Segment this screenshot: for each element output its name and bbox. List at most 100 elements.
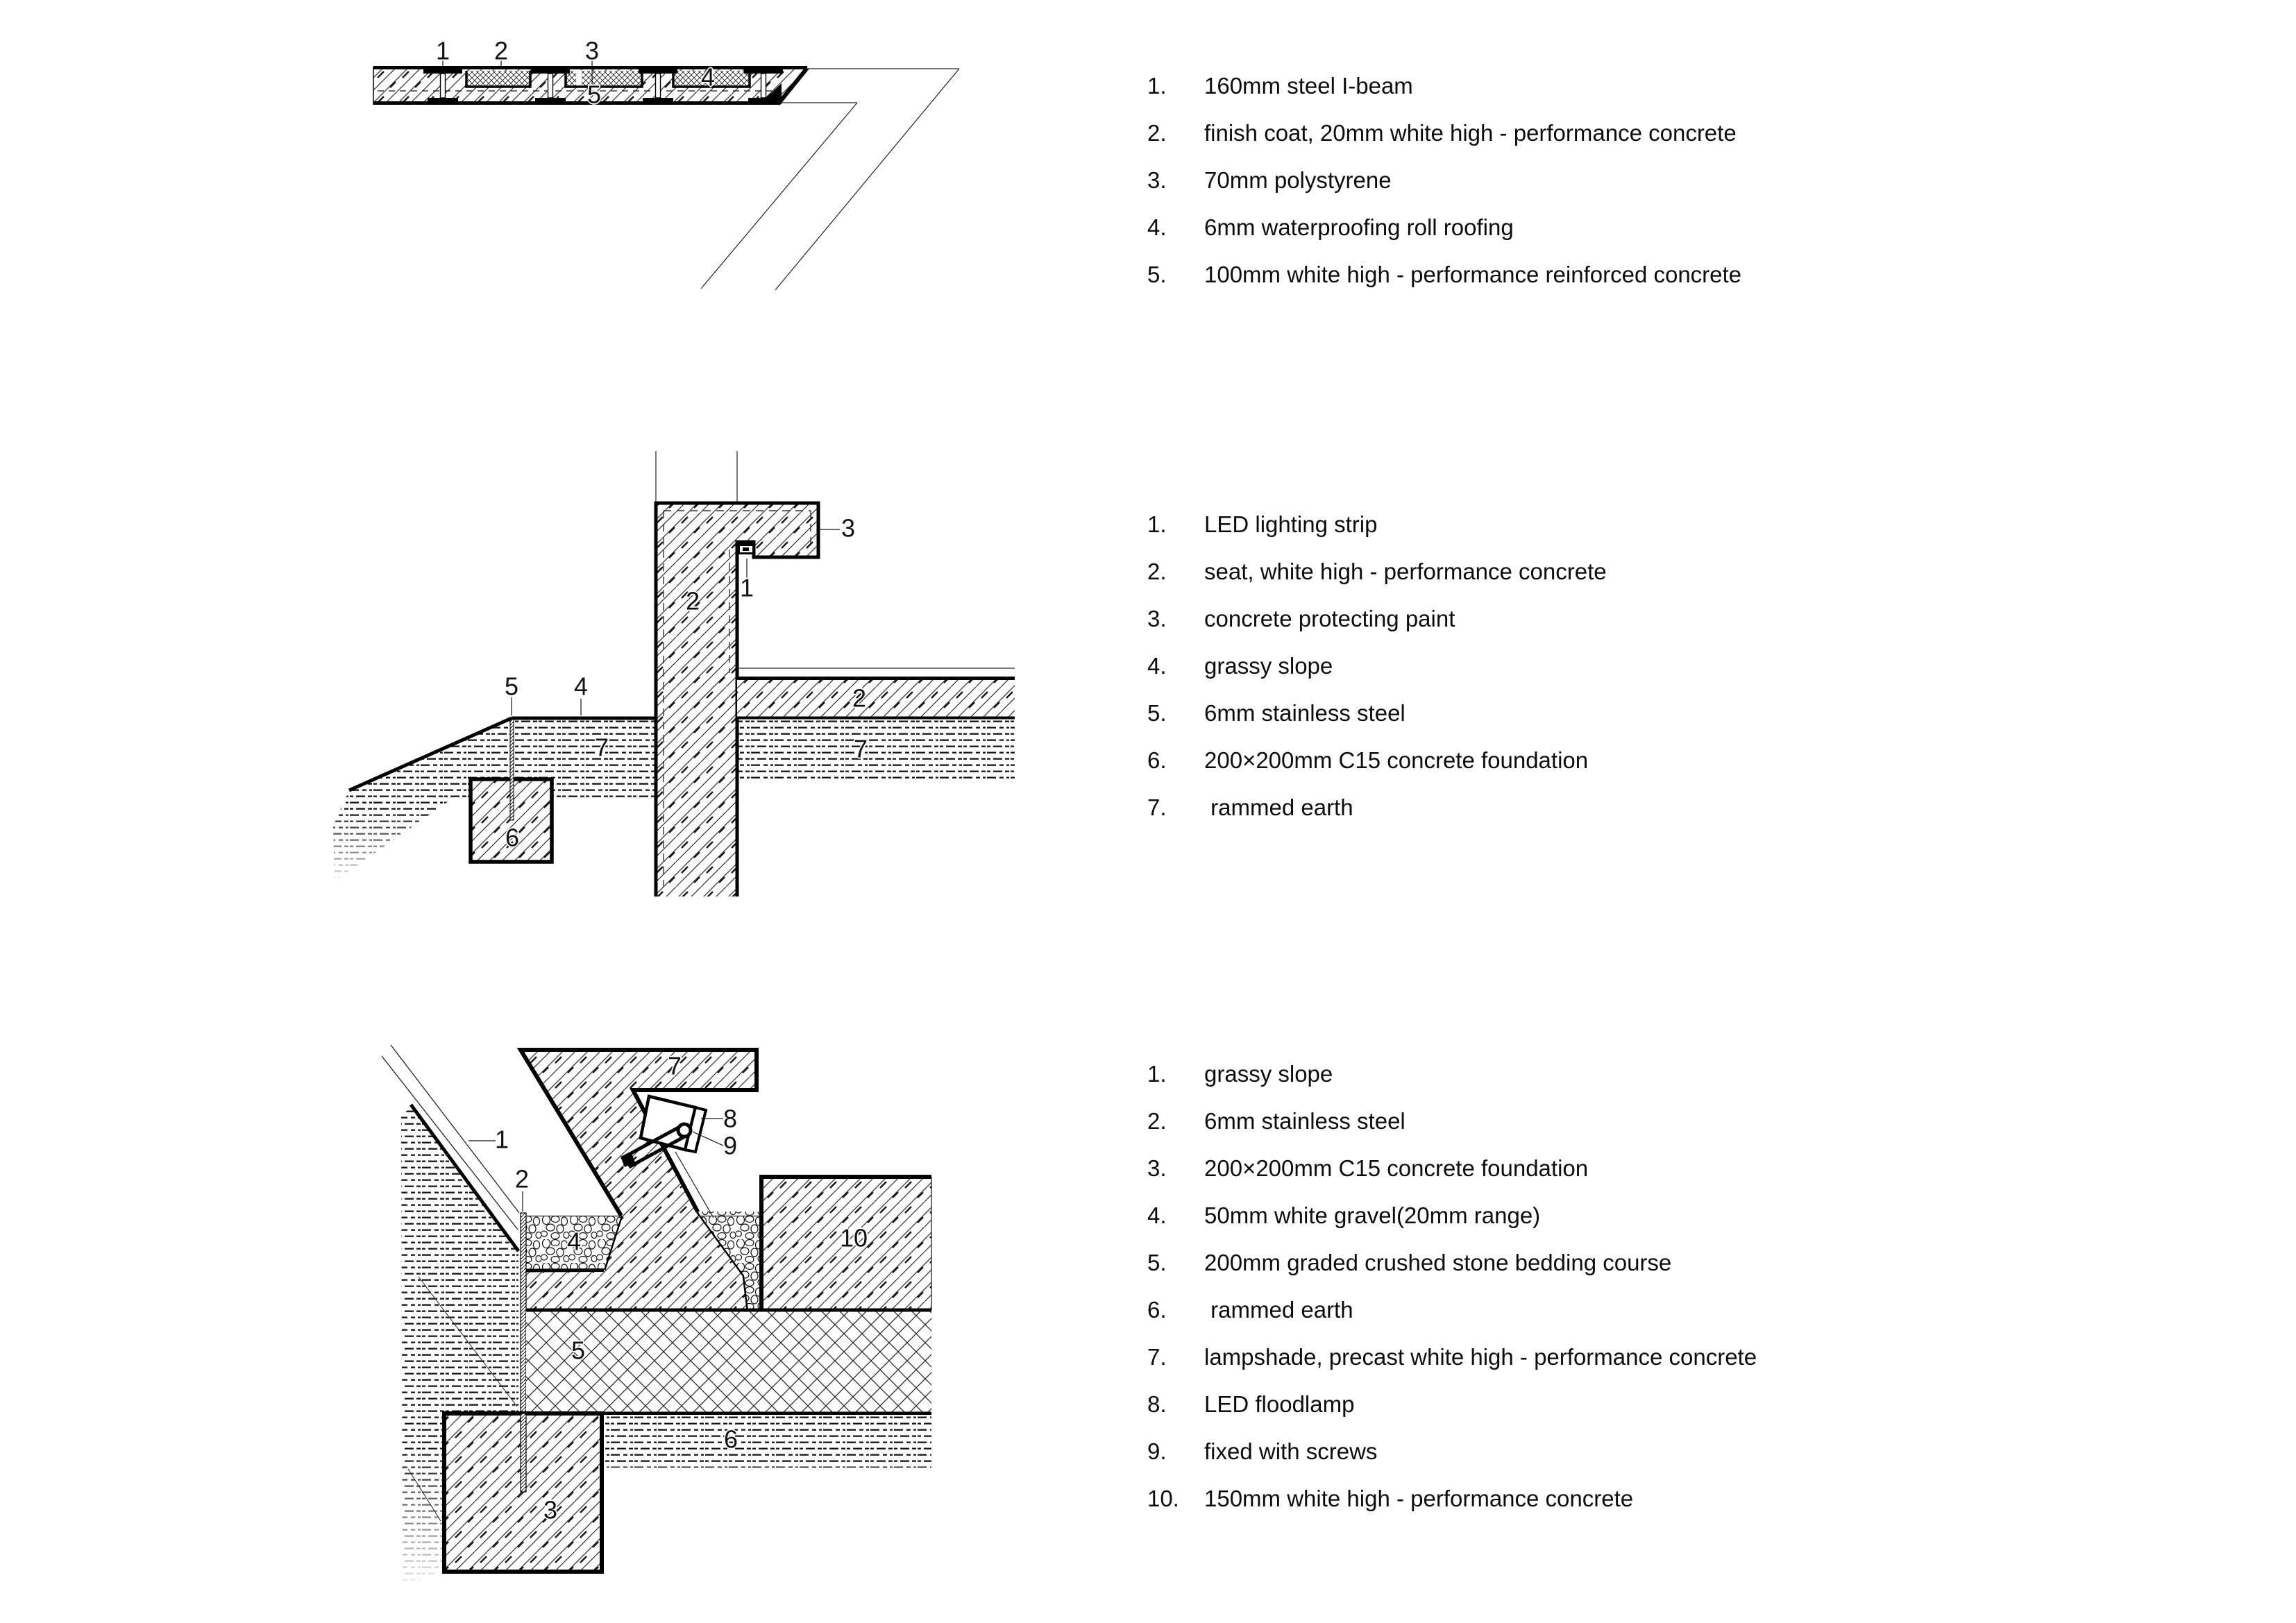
callout-leader-lines bbox=[511, 529, 840, 715]
legend-row: 7. rammed earth bbox=[1147, 794, 2015, 841]
legend-number: 6. bbox=[1147, 747, 1167, 773]
legend-row: 5. 6mm stainless steel bbox=[1147, 699, 2015, 747]
grassy-slope-lines bbox=[381, 1044, 521, 1252]
earth-fold-lines bbox=[407, 1276, 518, 1522]
legend-number: 2. bbox=[1147, 559, 1167, 584]
legend-number: 10. bbox=[1147, 1486, 1179, 1511]
legend-text: rammed earth bbox=[1204, 794, 1353, 820]
legend-lamp-foundation: 1. grassy slope 2. 6mm stainless steel 3… bbox=[1147, 1060, 2015, 1532]
legend-number: 5. bbox=[1147, 262, 1167, 287]
legend-row: 9. fixed with screws bbox=[1147, 1438, 2015, 1485]
legend-text: 6mm stainless steel bbox=[1204, 700, 1406, 726]
legend-seat-wall: 1. LED lighting strip 2. seat, white hig… bbox=[1147, 511, 2015, 841]
legend-text: seat, white high - performance concrete bbox=[1204, 559, 1607, 584]
legend-number: 7. bbox=[1147, 794, 1167, 820]
legend-text: fixed with screws bbox=[1204, 1438, 1378, 1464]
rammed-earth-bottom bbox=[602, 1415, 931, 1468]
legend-row: 10. 150mm white high - performance concr… bbox=[1147, 1485, 2015, 1532]
legend-text: LED floodlamp bbox=[1204, 1391, 1355, 1417]
legend-text: 200×200mm C15 concrete foundation bbox=[1204, 1155, 1589, 1181]
legend-row: 2. finish coat, 20mm white high - perfor… bbox=[1147, 119, 2015, 167]
lamp-foundation-drawing bbox=[381, 1044, 932, 1586]
polystyrene-channels bbox=[465, 70, 751, 88]
legend-text: 100mm white high - performance reinforce… bbox=[1204, 262, 1742, 287]
slab-right-diagonal-edge bbox=[776, 67, 809, 105]
stainless-steel-plate bbox=[509, 717, 514, 821]
callout-leader-lines bbox=[442, 57, 593, 91]
legend-text: grassy slope bbox=[1204, 1061, 1333, 1087]
legend-number: 1. bbox=[1147, 1061, 1167, 1087]
legend-row: 5. 200mm graded crushed stone bedding co… bbox=[1147, 1249, 2015, 1296]
edge-flashing-wedge bbox=[759, 83, 782, 104]
legend-number: 5. bbox=[1147, 1250, 1167, 1275]
grassy-slope-line bbox=[348, 716, 513, 792]
legend-row: 3. 200×200mm C15 concrete foundation bbox=[1147, 1155, 2015, 1202]
legend-row: 3. concrete protecting paint bbox=[1147, 605, 2015, 652]
legend-text: 6mm waterproofing roll roofing bbox=[1204, 214, 1514, 240]
legend-row: 3. 70mm polystyrene bbox=[1147, 167, 2015, 214]
arm-anchor bbox=[621, 1152, 635, 1167]
legend-number: 1. bbox=[1147, 511, 1167, 537]
legend-text: 70mm polystyrene bbox=[1204, 167, 1392, 193]
crushed-stone-bedding bbox=[444, 1308, 931, 1416]
concrete-seat-slab bbox=[737, 668, 1015, 720]
legend-row: 4. grassy slope bbox=[1147, 652, 2015, 699]
legend-row: 2. 6mm stainless steel bbox=[1147, 1107, 2015, 1155]
led-lighting-strip bbox=[737, 543, 755, 554]
legend-text: finish coat, 20mm white high - performan… bbox=[1204, 120, 1737, 146]
legend-row: 6. rammed earth bbox=[1147, 1296, 2015, 1343]
screw-pivot bbox=[676, 1122, 693, 1139]
legend-row: 1. 160mm steel I-beam bbox=[1147, 72, 2015, 119]
rammed-earth-left-slope bbox=[401, 1106, 518, 1586]
legend-number: 4. bbox=[1147, 214, 1167, 240]
legend-text: 6mm stainless steel bbox=[1204, 1108, 1406, 1134]
lamp-mount-arm bbox=[623, 1123, 689, 1169]
callout-leader-lines bbox=[469, 1118, 724, 1212]
legend-text: grassy slope bbox=[1204, 653, 1333, 679]
seat-wall-drawing bbox=[333, 451, 1015, 897]
legend-roof-edge: 1. 160mm steel I-beam 2. finish coat, 20… bbox=[1147, 72, 2015, 308]
legend-text: 200×200mm C15 concrete foundation bbox=[1204, 747, 1589, 773]
section-reference-lines bbox=[700, 68, 960, 291]
legend-text: concrete protecting paint bbox=[1204, 606, 1455, 631]
white-gravel-left bbox=[525, 1215, 621, 1273]
precast-lampshade bbox=[516, 1048, 759, 1217]
white-gravel-right bbox=[698, 1212, 761, 1310]
steel-plate-embedded bbox=[520, 1413, 527, 1493]
legend-number: 3. bbox=[1147, 606, 1167, 631]
legend-number: 4. bbox=[1147, 653, 1167, 679]
legend-text: rammed earth bbox=[1204, 1297, 1353, 1323]
legend-number: 3. bbox=[1147, 1155, 1167, 1181]
legend-text: lampshade, precast white high - performa… bbox=[1204, 1344, 1757, 1370]
legend-number: 9. bbox=[1147, 1438, 1167, 1464]
legend-number: 6. bbox=[1147, 1297, 1167, 1323]
legend-row: 4. 6mm waterproofing roll roofing bbox=[1147, 214, 2015, 261]
legend-text: 200mm graded crushed stone bedding cours… bbox=[1204, 1250, 1672, 1275]
legend-row: 8. LED floodlamp bbox=[1147, 1391, 2015, 1438]
legend-text: 150mm white high - performance concrete bbox=[1204, 1486, 1634, 1511]
legend-row: 1. LED lighting strip bbox=[1147, 511, 2015, 558]
legend-number: 4. bbox=[1147, 1203, 1167, 1228]
legend-row: 7. lampshade, precast white high - perfo… bbox=[1147, 1343, 2015, 1391]
legend-number: 3. bbox=[1147, 167, 1167, 193]
led-floodlamp bbox=[621, 1094, 714, 1218]
legend-number: 7. bbox=[1147, 1344, 1167, 1370]
legend-row: 5. 100mm white high - performance reinfo… bbox=[1147, 261, 2015, 308]
legend-number: 8. bbox=[1147, 1391, 1167, 1417]
legend-number: 2. bbox=[1147, 1108, 1167, 1134]
conduit-line bbox=[675, 1151, 714, 1218]
legend-row: 6. 200×200mm C15 concrete foundation bbox=[1147, 747, 2015, 794]
rammed-earth-left bbox=[333, 719, 656, 881]
legend-row: 1. grassy slope bbox=[1147, 1060, 2015, 1107]
concrete-slab-10 bbox=[759, 1175, 932, 1310]
legend-text: 50mm white gravel(20mm range) bbox=[1204, 1203, 1541, 1228]
legend-number: 1. bbox=[1147, 73, 1167, 99]
roof-edge-drawing bbox=[373, 57, 960, 291]
legend-number: 2. bbox=[1147, 120, 1167, 146]
cut-lines bbox=[655, 451, 738, 502]
rammed-earth-right bbox=[737, 720, 1015, 779]
legend-row: 2. seat, white high - performance concre… bbox=[1147, 558, 2015, 605]
legend-text: 160mm steel I-beam bbox=[1204, 73, 1413, 99]
legend-number: 5. bbox=[1147, 700, 1167, 726]
